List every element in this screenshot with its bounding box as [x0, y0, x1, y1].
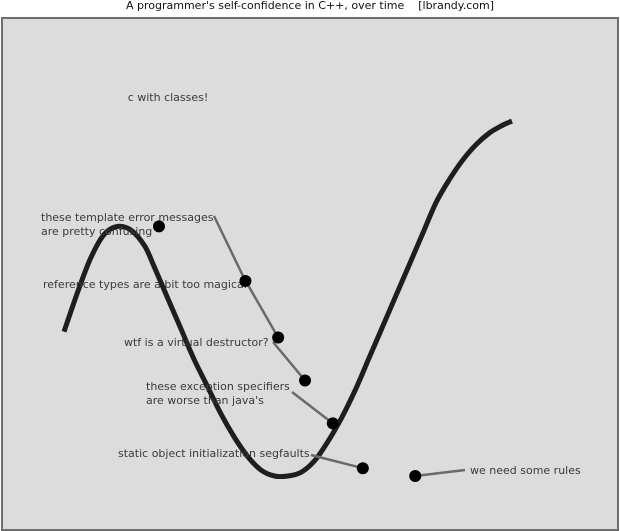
annotation-label-0: c with classes!	[128, 91, 209, 104]
annotation-line: these exception specifiers	[146, 380, 290, 393]
annotation-leader-6	[415, 468, 466, 478]
chart-title: A programmer's self-confidence in C++, o…	[125, 0, 494, 12]
annotation-label-2: reference types are a bit too magical	[43, 278, 247, 291]
annotation-line: we need some rules	[470, 464, 581, 477]
data-point-1	[239, 275, 252, 287]
annotation-line: reference types are a bit too magical	[43, 278, 247, 291]
annotation-label-3: wtf is a virtual destructor?	[124, 336, 269, 349]
annotation-leader-1	[212, 215, 247, 282]
data-point-5	[356, 462, 369, 475]
annotation-leader-2	[246, 284, 280, 339]
annotation-leader-4	[291, 391, 334, 425]
annotation-leader-5	[310, 453, 364, 470]
annotation-line: wtf is a virtual destructor?	[124, 336, 269, 349]
data-point-3	[299, 374, 312, 387]
confidence-curve	[61, 118, 513, 480]
annotation-line: c with classes!	[128, 91, 209, 104]
annotation-line: are worse than java's	[146, 394, 264, 407]
plot-area	[1, 17, 619, 531]
data-point-4	[326, 417, 339, 430]
data-point-2	[272, 331, 285, 344]
data-point-0	[152, 220, 165, 233]
data-point-6	[409, 470, 422, 482]
annotation-line: these template error messages	[41, 211, 214, 224]
annotation-label-6: we need some rules	[470, 464, 581, 477]
annotation-line: static object initialization segfaults	[118, 447, 310, 460]
annotation-line: are pretty confusing	[41, 225, 152, 238]
annotation-label-5: static object initialization segfaults	[118, 447, 310, 460]
annotation-leader-3	[272, 341, 306, 382]
